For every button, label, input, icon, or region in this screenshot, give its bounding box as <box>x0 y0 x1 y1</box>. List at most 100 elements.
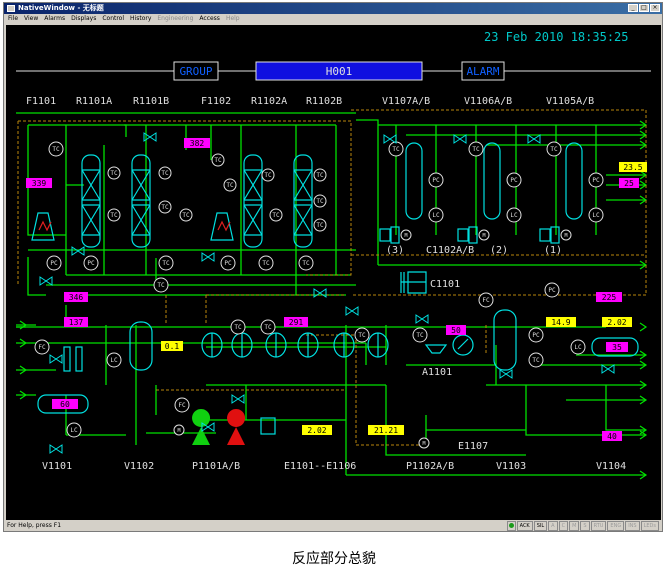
valve-12[interactable] <box>49 444 63 454</box>
instrument-fc-1[interactable] <box>478 292 494 308</box>
instrument-tc-3[interactable] <box>258 255 274 271</box>
value-box-202b[interactable]: 2.02 <box>302 425 332 435</box>
menu-alarms[interactable]: Alarms <box>44 15 66 22</box>
instrument-tc-25[interactable] <box>153 277 169 293</box>
instrument-tc-12[interactable] <box>313 168 327 182</box>
instrument-lc-2[interactable] <box>506 207 522 223</box>
value-box-202a[interactable]: 2.02 <box>602 317 632 327</box>
datetime-readout: 23 Feb 2010 18:35:25 <box>484 30 629 44</box>
instrument-lc-5[interactable] <box>570 339 586 355</box>
instrument-tc-14[interactable] <box>313 218 327 232</box>
maximize-button[interactable]: □ <box>639 4 649 12</box>
valve-5[interactable] <box>313 288 327 298</box>
label-c1101: C1101 <box>430 279 460 290</box>
nav-current-button[interactable]: H001 <box>255 61 423 81</box>
instrument-tc-22[interactable] <box>354 327 370 343</box>
instrument-tc-4[interactable] <box>107 166 121 180</box>
instrument-pc-7[interactable] <box>588 172 604 188</box>
valve-7[interactable] <box>453 134 467 144</box>
instrument-tc-8[interactable] <box>179 208 193 222</box>
instrument-tc-2[interactable] <box>158 255 174 271</box>
instrument-tc-6[interactable] <box>158 200 172 214</box>
instrument-lc-1[interactable] <box>428 207 444 223</box>
value-box-382[interactable]: 382 <box>184 138 210 148</box>
instrument-tc-7[interactable] <box>107 208 121 222</box>
instrument-pc-6[interactable] <box>506 172 522 188</box>
value-box-25[interactable]: 25 <box>619 178 639 188</box>
value-box-40[interactable]: 40 <box>602 431 622 441</box>
instrument-tc-9[interactable] <box>223 178 237 192</box>
instrument-tc-5[interactable] <box>158 166 172 180</box>
menu-control[interactable]: Control <box>102 15 125 22</box>
instrument-lc-3[interactable] <box>588 207 604 223</box>
instrument-lc-6[interactable] <box>66 422 82 438</box>
value-box-225[interactable]: 225 <box>596 292 622 302</box>
valve-11[interactable] <box>49 354 63 364</box>
instrument-pc-5[interactable] <box>428 172 444 188</box>
minimize-button[interactable]: _ <box>628 4 638 12</box>
value-box-291[interactable]: 291 <box>284 317 308 327</box>
instrument-tc-1[interactable] <box>48 141 64 157</box>
instrument-tc-17[interactable] <box>468 141 484 157</box>
instrument-pc-1[interactable] <box>46 255 62 271</box>
instrument-tc-15[interactable] <box>211 153 225 167</box>
menu-file[interactable]: File <box>8 15 19 22</box>
value-box-50[interactable]: 50 <box>446 325 466 335</box>
instrument-tc-13[interactable] <box>313 194 327 208</box>
pump-p1101a[interactable] <box>192 409 211 445</box>
instrument-tc-24[interactable] <box>528 352 544 368</box>
valve-6[interactable] <box>345 306 359 316</box>
instrument-fc-3[interactable] <box>174 397 190 413</box>
instrument-lc-4[interactable] <box>106 352 122 368</box>
nav-group-button[interactable]: GROUP <box>173 61 219 81</box>
instrument-pc-9[interactable] <box>528 327 544 343</box>
status-pane-sil[interactable]: SIL <box>533 521 548 531</box>
menu-access[interactable]: Access <box>199 15 220 22</box>
tag-tc-15: TC <box>214 157 222 164</box>
instrument-pc-8[interactable] <box>544 282 560 298</box>
value-box-346[interactable]: 346 <box>64 292 88 302</box>
close-button[interactable]: × <box>650 4 660 12</box>
status-pane-ack[interactable]: ACK <box>516 521 533 531</box>
valve-14[interactable] <box>601 364 615 374</box>
valve-3[interactable] <box>143 132 157 142</box>
value-box-35[interactable]: 35 <box>606 342 628 352</box>
valve-13[interactable] <box>415 314 429 324</box>
valve-16[interactable] <box>499 369 513 379</box>
valve-15[interactable] <box>201 422 215 432</box>
valve-10[interactable] <box>231 394 245 404</box>
instrument-pc-2[interactable] <box>83 255 99 271</box>
valve-2[interactable] <box>71 246 85 256</box>
instrument-tc-10[interactable] <box>261 168 275 182</box>
instrument-fc-2[interactable] <box>34 339 50 355</box>
value-box-339[interactable]: 339 <box>26 178 52 188</box>
value-box-137[interactable]: 137 <box>64 317 88 327</box>
valve-9[interactable] <box>383 134 397 144</box>
value-box-01[interactable]: 0.1 <box>161 341 183 351</box>
valve-1[interactable] <box>39 276 53 286</box>
nav-alarm-button[interactable]: ALARM <box>461 61 505 81</box>
value-box-149[interactable]: 14.9 <box>546 317 576 327</box>
value-box-2121[interactable]: 21.21 <box>368 425 404 435</box>
motor-label-5: M <box>422 441 425 447</box>
menu-displays[interactable]: Displays <box>71 15 97 22</box>
tag-tc-17: TC <box>472 146 480 153</box>
valve-8[interactable] <box>527 134 541 144</box>
label-p1101ab: P1101A/B <box>192 461 240 472</box>
menu-history[interactable]: History <box>130 15 152 22</box>
instrument-tc-23[interactable] <box>412 327 428 343</box>
menu-view[interactable]: View <box>24 15 39 22</box>
pump-p1101b[interactable] <box>227 409 246 445</box>
instrument-tc-11[interactable] <box>269 208 283 222</box>
instrument-pc-3[interactable] <box>220 255 236 271</box>
instrument-tc-21[interactable] <box>260 319 276 335</box>
value-box-235[interactable]: 23.5 <box>619 162 647 172</box>
instrument-tc-19[interactable] <box>298 255 314 271</box>
instrument-tc-18[interactable] <box>546 141 562 157</box>
value-box-60[interactable]: 60 <box>52 399 78 409</box>
valve-4[interactable] <box>201 252 215 262</box>
status-pane-s: S <box>580 521 590 531</box>
instrument-tc-20[interactable] <box>230 319 246 335</box>
value-149: 14.9 <box>551 318 570 327</box>
tag-tc-3: TC <box>262 260 270 267</box>
